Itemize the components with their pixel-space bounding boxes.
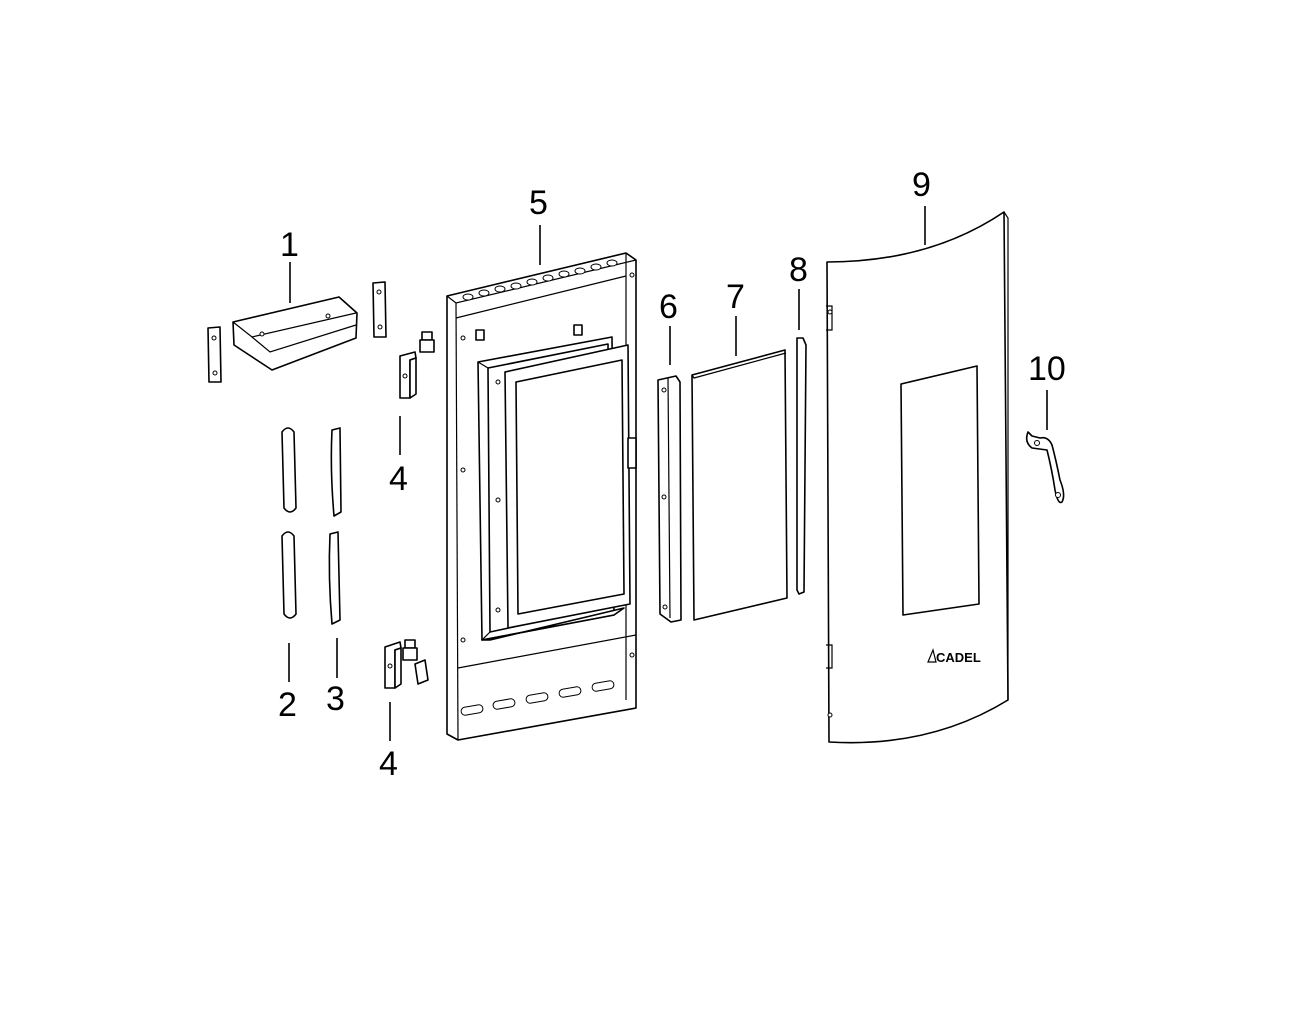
callout-5: 5: [529, 184, 548, 222]
part-6-glass-rail: [657, 375, 682, 623]
callout-4-bottom: 4: [379, 745, 398, 783]
part-7-glass-panel: [691, 349, 788, 621]
callout-8: 8: [789, 251, 808, 289]
part-4-hinge-bottom: [384, 639, 429, 689]
part-3-flat-strips: [328, 427, 342, 625]
leader-lines: [288, 206, 1048, 741]
part-2-round-rods: [281, 427, 297, 619]
part-4-hinge-top: [399, 331, 435, 399]
part-1-deflector: [207, 281, 387, 383]
part-9-front-panel: CADEL: [826, 211, 1009, 744]
bottom-vent-slots: [460, 680, 615, 716]
part-5-door-frame: [446, 252, 637, 741]
part-8-narrow-rail: [796, 337, 807, 595]
brand-logo: CADEL: [927, 648, 981, 665]
callout-2: 2: [278, 686, 297, 724]
top-vent-holes: [462, 259, 618, 301]
callout-7: 7: [726, 278, 745, 316]
callout-1: 1: [280, 226, 299, 264]
callout-4-top: 4: [389, 460, 408, 498]
callout-9: 9: [912, 166, 931, 204]
callout-labels: 1 2 3 4 4 5 6 7 8 9 10: [278, 166, 1066, 783]
callout-3: 3: [326, 680, 345, 718]
callout-10: 10: [1028, 350, 1066, 388]
callout-6: 6: [659, 288, 678, 326]
brand-logo-text: CADEL: [936, 650, 981, 665]
part-10-latch: [1025, 431, 1065, 504]
